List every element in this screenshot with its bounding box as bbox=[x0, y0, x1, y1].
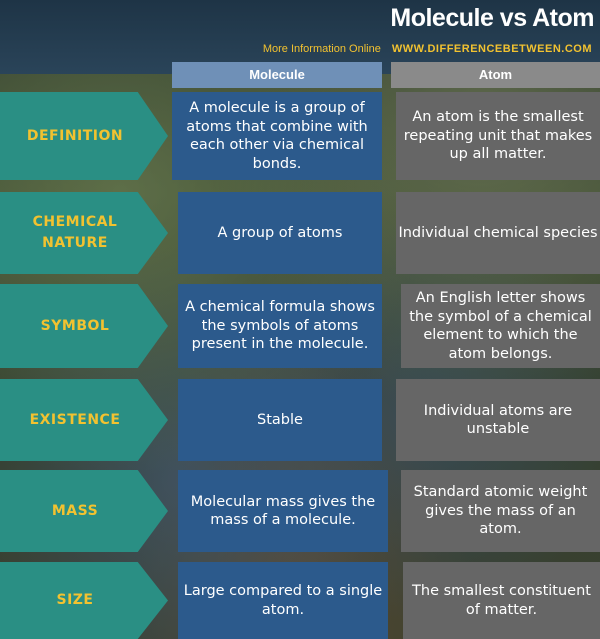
molecule-cell: Molecular mass gives the mass of a molec… bbox=[178, 470, 388, 552]
molecule-cell: A chemical formula shows the symbols of … bbox=[178, 284, 382, 368]
row-label: DEFINITION bbox=[0, 92, 168, 180]
table-row-definition: DEFINITION A molecule is a group of atom… bbox=[0, 92, 600, 180]
atom-cell: An atom is the smallest repeating unit t… bbox=[396, 92, 600, 180]
more-info-text: More Information Online bbox=[262, 43, 381, 55]
molecule-cell: Stable bbox=[178, 379, 382, 461]
table-row-size: SIZE Large compared to a single atom. Th… bbox=[0, 562, 600, 639]
molecule-cell: A group of atoms bbox=[178, 192, 382, 274]
column-header-molecule: Molecule bbox=[172, 62, 382, 88]
column-header-atom: Atom bbox=[391, 62, 600, 88]
table-row-symbol: SYMBOL A chemical formula shows the symb… bbox=[0, 284, 600, 368]
row-label: MASS bbox=[0, 470, 168, 552]
table-row-existence: EXISTENCE Stable Individual atoms are un… bbox=[0, 379, 600, 461]
atom-cell: An English letter shows the symbol of a … bbox=[401, 284, 600, 368]
header-band bbox=[0, 0, 600, 74]
source-line: More Information Online WWW.DIFFERENCEBE… bbox=[263, 43, 592, 55]
molecule-cell: Large compared to a single atom. bbox=[178, 562, 388, 639]
site-link[interactable]: WWW.DIFFERENCEBETWEEN.COM bbox=[391, 43, 592, 55]
row-label: EXISTENCE bbox=[0, 379, 168, 461]
table-row-chemical-nature: CHEMICAL NATURE A group of atoms Individ… bbox=[0, 192, 600, 274]
atom-cell: The smallest constituent of matter. bbox=[403, 562, 600, 639]
atom-cell: Individual chemical species bbox=[396, 192, 600, 274]
row-label: CHEMICAL NATURE bbox=[0, 192, 168, 274]
table-row-mass: MASS Molecular mass gives the mass of a … bbox=[0, 470, 600, 552]
atom-cell: Standard atomic weight gives the mass of… bbox=[401, 470, 600, 552]
molecule-cell: A molecule is a group of atoms that comb… bbox=[172, 92, 382, 180]
row-label: SYMBOL bbox=[0, 284, 168, 368]
row-label: SIZE bbox=[0, 562, 168, 639]
atom-cell: Individual atoms are unstable bbox=[396, 379, 600, 461]
page-title: Molecule vs Atom bbox=[390, 4, 594, 32]
